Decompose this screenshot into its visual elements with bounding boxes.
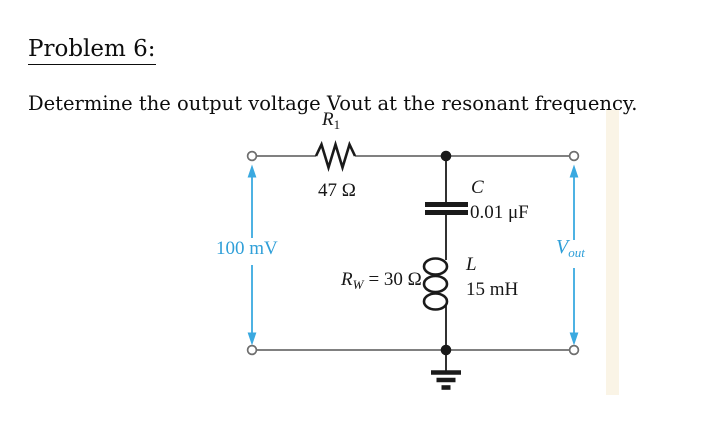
capacitor-value: 0.01 μF (470, 202, 529, 223)
resistor-r1-label: R1 (322, 109, 341, 132)
page-title: Problem 6: (28, 37, 156, 65)
resistor-r1-value: 47 Ω (318, 180, 356, 201)
resistor-symbol (314, 140, 357, 172)
output-voltage-label: Vout (556, 236, 585, 260)
terminals (246, 150, 580, 356)
input-voltage-arrow (247, 164, 257, 346)
terminal-top-left (246, 150, 258, 162)
arrow-down-head (247, 332, 257, 346)
terminal-bottom-left (246, 344, 258, 356)
arrow-up-head (247, 164, 257, 178)
junction-dot-bottom (440, 344, 452, 356)
figure-edge-strip (606, 110, 619, 395)
capacitor-label: C (471, 177, 484, 198)
input-voltage-value: 100 mV (216, 238, 278, 259)
arrow-up-head (569, 164, 579, 178)
page-title-text: Problem 6: (28, 37, 156, 65)
question-text: Determine the output voltage Vout at the… (28, 91, 638, 115)
output-voltage-arrow (569, 164, 579, 346)
inductor-symbol (422, 257, 449, 311)
inductor-label: L (466, 254, 477, 275)
winding-resistance-label: RW= 30 Ω (341, 269, 422, 292)
ground-icon (431, 355, 461, 390)
terminal-top-right (568, 150, 580, 162)
arrow-down-head (569, 332, 579, 346)
junction-dot-top (440, 150, 452, 162)
terminal-bottom-right (568, 344, 580, 356)
inductor-value: 15 mH (466, 279, 519, 300)
